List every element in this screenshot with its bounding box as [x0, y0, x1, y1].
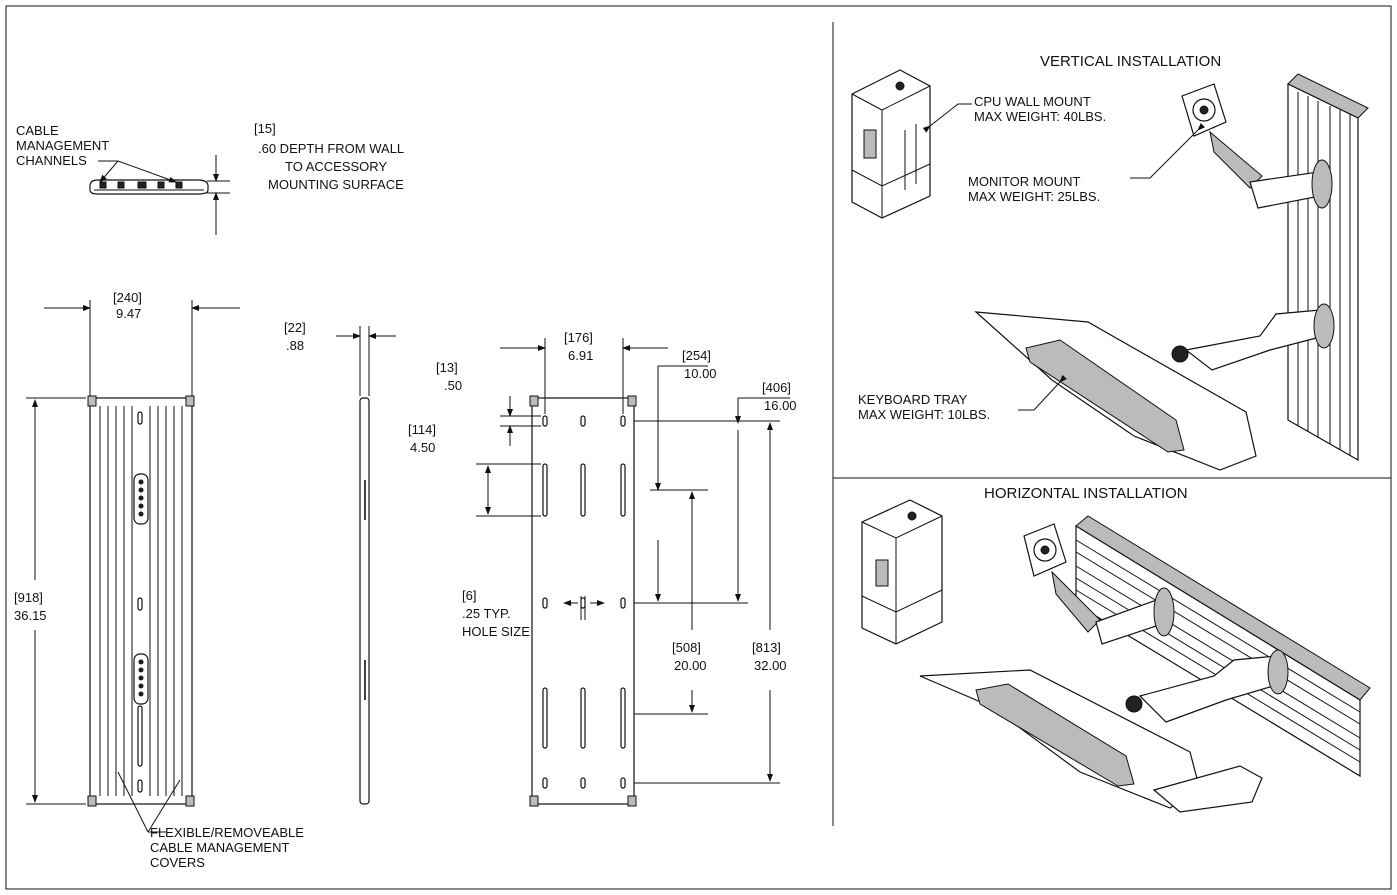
- dim-depth-note-1: .60 DEPTH FROM WALL: [258, 141, 404, 156]
- label-covers-2: CABLE MANAGEMENT: [150, 840, 289, 855]
- vertical-monitor-line-1: MONITOR MOUNT: [968, 174, 1080, 189]
- horizontal-keyboard-tray: [919, 649, 1289, 813]
- label-cable-channels-3: CHANNELS: [16, 153, 87, 168]
- vertical-cpu-mount: [851, 69, 931, 219]
- horizontal-monitor-mount: [1023, 523, 1175, 645]
- rail-front-view: [87, 395, 195, 807]
- vertical-cpu-line-1: CPU WALL MOUNT: [974, 94, 1091, 109]
- horizontal-title: HORIZONTAL INSTALLATION: [984, 485, 1188, 502]
- vertical-title: VERTICAL INSTALLATION: [1040, 53, 1221, 70]
- dim-hole-mm: [6]: [462, 588, 476, 603]
- sheet-border: [5, 5, 1392, 890]
- dim-depth-note-2: TO ACCESSORY: [285, 159, 387, 174]
- dim-slot-in: 4.50: [410, 440, 435, 455]
- dim-topoff-mm: [13]: [436, 360, 458, 375]
- dim-holespace-mm: [176]: [564, 330, 593, 345]
- dim-813-mm: [813]: [752, 640, 781, 655]
- dim-406-in: 16.00: [764, 398, 797, 413]
- vertical-keyboard-tray: [974, 303, 1335, 471]
- rail-rear-view: [529, 395, 637, 807]
- dim-254-in: 10.00: [684, 366, 717, 381]
- vertical-monitor-mount: [1181, 83, 1333, 209]
- dim-hole-note-2: HOLE SIZE: [462, 624, 530, 639]
- label-covers-1: FLEXIBLE/REMOVEABLE: [150, 825, 304, 840]
- dim-height-mm: [918]: [14, 590, 43, 605]
- rail-side-view: [359, 397, 370, 805]
- horizontal-cpu-mount: [861, 499, 943, 645]
- vertical-cpu-line-2: MAX WEIGHT: 40LBS.: [974, 109, 1106, 124]
- dim-depth-note-3: MOUNTING SURFACE: [268, 177, 404, 192]
- dim-topoff-in: .50: [444, 378, 462, 393]
- label-cable-channels-2: MANAGEMENT: [16, 138, 109, 153]
- vertical-wall-rail: [1287, 73, 1369, 462]
- dim-side-in: .88: [286, 338, 304, 353]
- vertical-keyboard-line-2: MAX WEIGHT: 10LBS.: [858, 407, 990, 422]
- dim-depth-mm: [15]: [254, 121, 276, 136]
- dim-hole-note-1: .25 TYP.: [462, 606, 511, 621]
- vertical-keyboard-line-1: KEYBOARD TRAY: [858, 392, 968, 407]
- profile-top-view: [89, 155, 230, 235]
- dim-width-in: 9.47: [116, 306, 141, 321]
- dim-508-mm: [508]: [672, 640, 701, 655]
- label-cable-channels-1: CABLE: [16, 123, 59, 138]
- label-covers-3: COVERS: [150, 855, 205, 870]
- dim-254-mm: [254]: [682, 348, 711, 363]
- dim-508-in: 20.00: [674, 658, 707, 673]
- dim-side-mm: [22]: [284, 320, 306, 335]
- dim-406-mm: [406]: [762, 380, 791, 395]
- dim-slot-mm: [114]: [408, 422, 436, 437]
- dim-height-in: 36.15: [14, 608, 47, 623]
- dim-width-mm: [240]: [113, 290, 142, 305]
- horizontal-wall-rail: [1075, 515, 1371, 778]
- dim-holespace-in: 6.91: [568, 348, 593, 363]
- vertical-monitor-line-2: MAX WEIGHT: 25LBS.: [968, 189, 1100, 204]
- dim-813-in: 32.00: [754, 658, 787, 673]
